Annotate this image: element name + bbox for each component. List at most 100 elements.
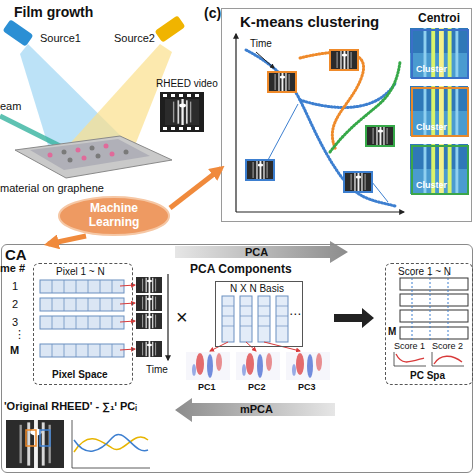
- text-label: ⋯: [289, 308, 301, 322]
- kmeans-scatter: [410, 144, 468, 194]
- cluster-thumbnail: Cluster: [411, 87, 469, 137]
- text-label: Source1: [40, 32, 81, 45]
- ml-blob: Machine Learning: [58, 196, 170, 236]
- film-growth-illustration: [187, 94, 191, 97]
- node-text: Pixel Space: [52, 369, 108, 381]
- pca-components-art: [258, 296, 270, 342]
- film-growth-illustration: [104, 144, 109, 149]
- kmeans-scatter: [344, 172, 372, 192]
- film-growth-illustration: [179, 127, 183, 130]
- pca-components-art: [222, 296, 234, 342]
- pc-space-matrix: [400, 278, 468, 290]
- matrix-box: Pixel 1 ~ N Pixel Space: [33, 263, 133, 385]
- text-label: material on graphene: [0, 182, 104, 195]
- kmeans-scatter: [330, 50, 358, 70]
- text-label: mPCA: [240, 403, 273, 416]
- pca-components-art: [222, 306, 288, 326]
- pixel-space-matrix: [167, 274, 168, 360]
- text-label: Score 2: [432, 341, 463, 351]
- pixel-space-matrix: [40, 274, 168, 360]
- text-label: PCA: [245, 246, 268, 259]
- pca-arrows: [175, 241, 374, 422]
- text-label: eam: [0, 100, 21, 113]
- text-label: M: [10, 344, 19, 357]
- film-growth-illustration: [171, 94, 175, 97]
- film-growth-illustration: [3, 19, 34, 47]
- kmeans-scatter: [410, 86, 468, 136]
- kmeans-scatter: [366, 126, 394, 146]
- kmeans-scatter: [236, 211, 404, 212]
- film-growth-illustration: [155, 15, 186, 43]
- kmeans-scatter: [410, 28, 468, 78]
- node-heading: (c): [204, 5, 221, 21]
- pixel-space-matrix: [40, 280, 124, 293]
- kmeans-scatter: [344, 172, 372, 192]
- pca-components-art: [240, 296, 252, 342]
- film-growth-illustration: [195, 94, 199, 97]
- pixel-space-matrix: [40, 316, 124, 329]
- pixel-space-matrix: [136, 277, 162, 293]
- film-growth-illustration: [165, 99, 199, 125]
- pc-space-matrix: [434, 356, 462, 364]
- reconstruction-art: [40, 430, 50, 446]
- panel-box: CAPixel 1 ~ NPixel SpacePCA ComponentsN …: [1, 244, 473, 473]
- cluster-thumbnail: Cluster: [411, 29, 469, 79]
- kmeans-scatter: [256, 52, 274, 68]
- node-heading: Machine Learning: [78, 202, 150, 230]
- text-label: ×: [176, 306, 188, 329]
- kmeans-scatter: [268, 104, 298, 160]
- kmeans-scatter: [330, 62, 400, 152]
- text-label: 'Original RHEED' - ∑₁ⁱ PCᵢ: [4, 400, 137, 413]
- film-growth-illustration: [82, 156, 87, 161]
- film-growth-illustration: [68, 158, 73, 163]
- kmeans-scatter: [235, 34, 236, 212]
- node-text: N X N Basis: [230, 283, 284, 295]
- text-label: Time: [250, 38, 272, 50]
- node-heading: Cluster: [416, 180, 447, 190]
- film-growth-illustration: [171, 127, 175, 130]
- pc-space-matrix: [394, 274, 468, 366]
- pixel-space-matrix: [136, 341, 162, 357]
- text-label: ⋮: [14, 328, 25, 341]
- film-growth-illustration: [163, 127, 167, 130]
- film-growth-illustration: [160, 92, 204, 132]
- kmeans-scatter: [246, 160, 274, 180]
- pixel-space-matrix: [136, 313, 162, 329]
- matrix-box: Score 1 ~ N PC Spa: [385, 263, 473, 385]
- pca-components-art: [186, 296, 330, 380]
- node-heading: Cluster: [416, 122, 447, 132]
- text-label: 1: [12, 280, 18, 293]
- pca-components-art: [236, 352, 280, 380]
- pc-space-matrix: [412, 274, 448, 342]
- text-label: 3: [12, 316, 18, 329]
- text-label: M: [388, 326, 396, 338]
- film-growth-illustration: [187, 127, 191, 130]
- film-growth-illustration: [179, 94, 183, 97]
- node-text: PC Spa: [410, 370, 445, 382]
- flow-arrow: [48, 236, 86, 244]
- pca-components-art: [286, 352, 330, 380]
- pc-space-matrix: [394, 352, 464, 366]
- reconstruction-art: [74, 434, 148, 451]
- blob-outline: [59, 197, 169, 235]
- node-heading: Score 1 ~ N: [398, 266, 451, 278]
- pca-components-art: [186, 352, 230, 380]
- reconstruction-art: [6, 420, 150, 468]
- film-growth-illustration: [0, 15, 204, 178]
- pixel-space-matrix: [136, 295, 162, 311]
- text-label: Source2: [114, 32, 155, 45]
- pc-space-matrix: [396, 354, 424, 362]
- pc-space-matrix: [400, 327, 468, 339]
- pca-arrows: [175, 398, 335, 422]
- node-heading: Pixel 1 ~ N: [56, 266, 105, 278]
- pixel-space-matrix: [40, 344, 124, 357]
- text-label: PC3: [298, 382, 316, 392]
- text-label: RHEED video: [156, 78, 218, 90]
- kmeans-scatter: [236, 28, 468, 212]
- pixel-space-matrix: [52, 280, 112, 357]
- reconstruction-art: [6, 420, 64, 468]
- text-label: Time: [146, 364, 168, 376]
- kmeans-scatter: [372, 182, 388, 202]
- film-growth-illustration: [76, 148, 81, 153]
